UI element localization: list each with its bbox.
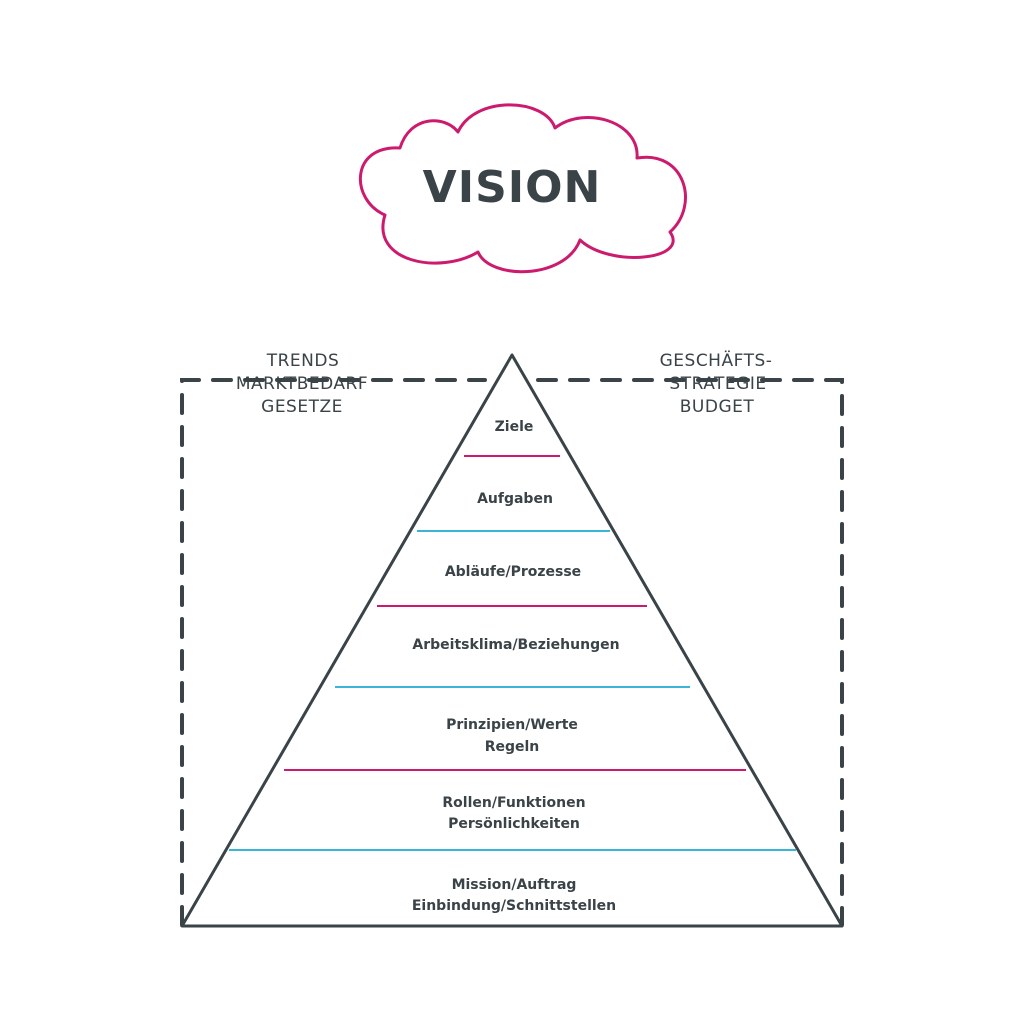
right-note-line: GESCHÄFTS- bbox=[660, 350, 773, 371]
layer-aufgaben-label: Aufgaben bbox=[477, 491, 553, 507]
pyramid-outline bbox=[180, 353, 844, 928]
left-note: TRENDS MARKTBEDARF GESETZE bbox=[236, 351, 368, 417]
vision-cloud: VISION bbox=[359, 103, 687, 274]
left-note-line: GESETZE bbox=[261, 397, 343, 417]
layer-prinzipien-label: Regeln bbox=[485, 739, 540, 755]
right-note-line: BUDGET bbox=[680, 397, 755, 417]
layer-prinzipien-label: Prinzipien/Werte bbox=[446, 717, 578, 733]
layer-mission-label: Einbindung/Schnittstellen bbox=[412, 898, 616, 914]
layer-mission-label: Mission/Auftrag bbox=[452, 877, 577, 893]
dashed-frame bbox=[180, 378, 844, 927]
layer-ablaeufe-label: Abläufe/Prozesse bbox=[445, 564, 581, 580]
right-note: GESCHÄFTS- STRATEGIE BUDGET bbox=[660, 350, 773, 417]
right-note-line: STRATEGIE bbox=[669, 374, 766, 394]
layer-rollen-label: Persönlichkeiten bbox=[448, 816, 580, 832]
left-note-line: MARKTBEDARF bbox=[236, 374, 368, 394]
layer-ziele-label: Ziele bbox=[495, 419, 534, 435]
frame-right bbox=[536, 378, 844, 927]
left-note-line: TRENDS bbox=[266, 351, 340, 371]
frame-left bbox=[180, 378, 487, 927]
layer-dividers bbox=[229, 455, 796, 851]
cloud-outline bbox=[359, 103, 687, 274]
vision-label: VISION bbox=[423, 162, 602, 213]
layer-arbeitsklima-label: Arbeitsklima/Beziehungen bbox=[412, 637, 619, 653]
layer-rollen-label: Rollen/Funktionen bbox=[442, 795, 585, 811]
layer-labels: Ziele Aufgaben Abläufe/Prozesse Arbeitsk… bbox=[412, 419, 620, 914]
